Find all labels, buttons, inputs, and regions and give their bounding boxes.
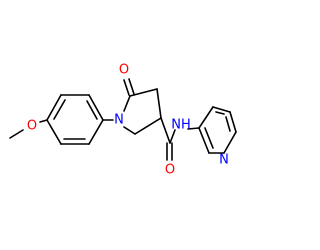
bond-pyr-inner-3: [215, 111, 225, 115]
bond-aryl-1: [46, 94, 62, 121]
bond-pyr-6: [198, 106, 214, 129]
bond-pyr-3: [223, 131, 237, 154]
atom-labels: O O N NH O N: [27, 63, 229, 178]
bond-ketone-1: [123, 79, 130, 96]
bond-n-pyridine: [187, 127, 200, 130]
bond-methyl-o: [9, 129, 24, 139]
bond-pyr-inner-1: [204, 127, 214, 149]
amide-nh-label: NH: [171, 118, 191, 133]
amide-oxygen-label: O: [165, 163, 175, 178]
bond-amide-n: [169, 129, 176, 144]
bond-c3-amide: [160, 117, 171, 144]
carbonyl-oxygen-label: O: [119, 63, 129, 78]
ring-nitrogen-label: N: [114, 113, 124, 128]
bond-aryl-inner-1: [53, 99, 66, 120]
bond-n-c5: [123, 95, 131, 112]
molecule-canvas: O O N NH O N: [9, 63, 237, 178]
bond-aryl-3: [88, 94, 104, 121]
bond-ketone-2: [128, 78, 135, 95]
pyridine-nitrogen-label: N: [219, 153, 229, 168]
methoxy-oxygen-label: O: [27, 119, 37, 134]
bond-pyr-inner-2: [225, 116, 231, 132]
bond-c4-c3: [156, 88, 162, 119]
structure-diagram: O O N NH O N: [9, 63, 237, 178]
bond-pyr-4: [229, 111, 237, 133]
bond-aryl-4: [88, 119, 104, 145]
bond-c5-c4: [129, 88, 158, 97]
bond-aryl-6: [46, 119, 62, 145]
bond-pyr-1: [198, 127, 210, 154]
bonds: [9, 78, 237, 161]
bond-c2-n: [123, 126, 136, 135]
bond-c3-c2: [134, 117, 162, 135]
bond-aryl-inner-2: [86, 100, 98, 120]
bond-o-aryl: [39, 119, 48, 123]
bond-pyr-5: [212, 106, 231, 113]
